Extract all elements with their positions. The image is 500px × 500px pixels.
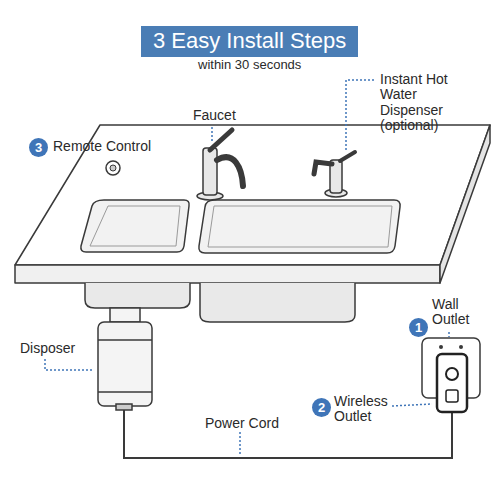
remote-button bbox=[106, 161, 120, 175]
disposer-band bbox=[98, 391, 152, 393]
wireless-plug bbox=[437, 354, 467, 412]
countertop bbox=[15, 125, 490, 283]
left-basin bbox=[81, 200, 189, 252]
dispenser-lever bbox=[340, 152, 355, 161]
right-basin bbox=[199, 200, 400, 253]
outlet-hole bbox=[439, 345, 443, 349]
part-label: Faucet bbox=[193, 108, 236, 123]
callout-number: 1 bbox=[409, 318, 428, 337]
right-bowl bbox=[200, 283, 355, 322]
part-label: Wireless Outlet bbox=[334, 394, 394, 425]
leader-line bbox=[239, 432, 241, 454]
outlet-hole bbox=[459, 345, 463, 349]
counter-surface bbox=[15, 125, 490, 265]
part-label: Disposer bbox=[20, 341, 75, 356]
leader-line bbox=[346, 80, 374, 150]
callout-number: 3 bbox=[29, 138, 48, 157]
disposer-unit bbox=[98, 308, 152, 410]
callout-number: 2 bbox=[312, 398, 331, 417]
part-label: Instant Hot Water Dispenser (optional) bbox=[380, 72, 462, 134]
disposer-cap bbox=[116, 404, 132, 410]
faucet-lever bbox=[210, 130, 232, 150]
part-label: Power Cord bbox=[205, 416, 279, 431]
part-label: Wall Outlet bbox=[432, 297, 482, 328]
leader-line bbox=[45, 359, 94, 370]
plug-body bbox=[437, 354, 467, 412]
hot-water-dispenser bbox=[314, 152, 355, 197]
plug-socket bbox=[446, 390, 458, 402]
left-basin-rim bbox=[90, 206, 180, 246]
dispenser-spout bbox=[314, 162, 332, 174]
title-banner: 3 Easy Install Steps bbox=[141, 26, 358, 57]
right-basin-rim bbox=[208, 206, 392, 247]
left-bowl bbox=[85, 283, 190, 308]
leader-line bbox=[392, 404, 432, 406]
part-label: Remote Control bbox=[53, 139, 151, 154]
subtitle: within 30 seconds bbox=[198, 58, 301, 72]
counter-front bbox=[15, 265, 440, 283]
leader-lines bbox=[45, 80, 449, 454]
basins bbox=[81, 200, 400, 322]
leader-line bbox=[448, 332, 450, 337]
counter-side bbox=[440, 125, 490, 283]
remote-ring bbox=[106, 161, 120, 175]
power-cord-wire bbox=[124, 410, 452, 458]
disposer-neck bbox=[110, 308, 140, 322]
remote-core bbox=[110, 165, 116, 171]
faucet-spout bbox=[217, 157, 243, 186]
faucet bbox=[197, 130, 243, 200]
leader-line bbox=[211, 127, 213, 143]
disposer-band bbox=[98, 339, 152, 341]
faucet-body bbox=[203, 148, 217, 195]
disposer-body bbox=[98, 322, 152, 406]
plug-button bbox=[446, 368, 458, 380]
